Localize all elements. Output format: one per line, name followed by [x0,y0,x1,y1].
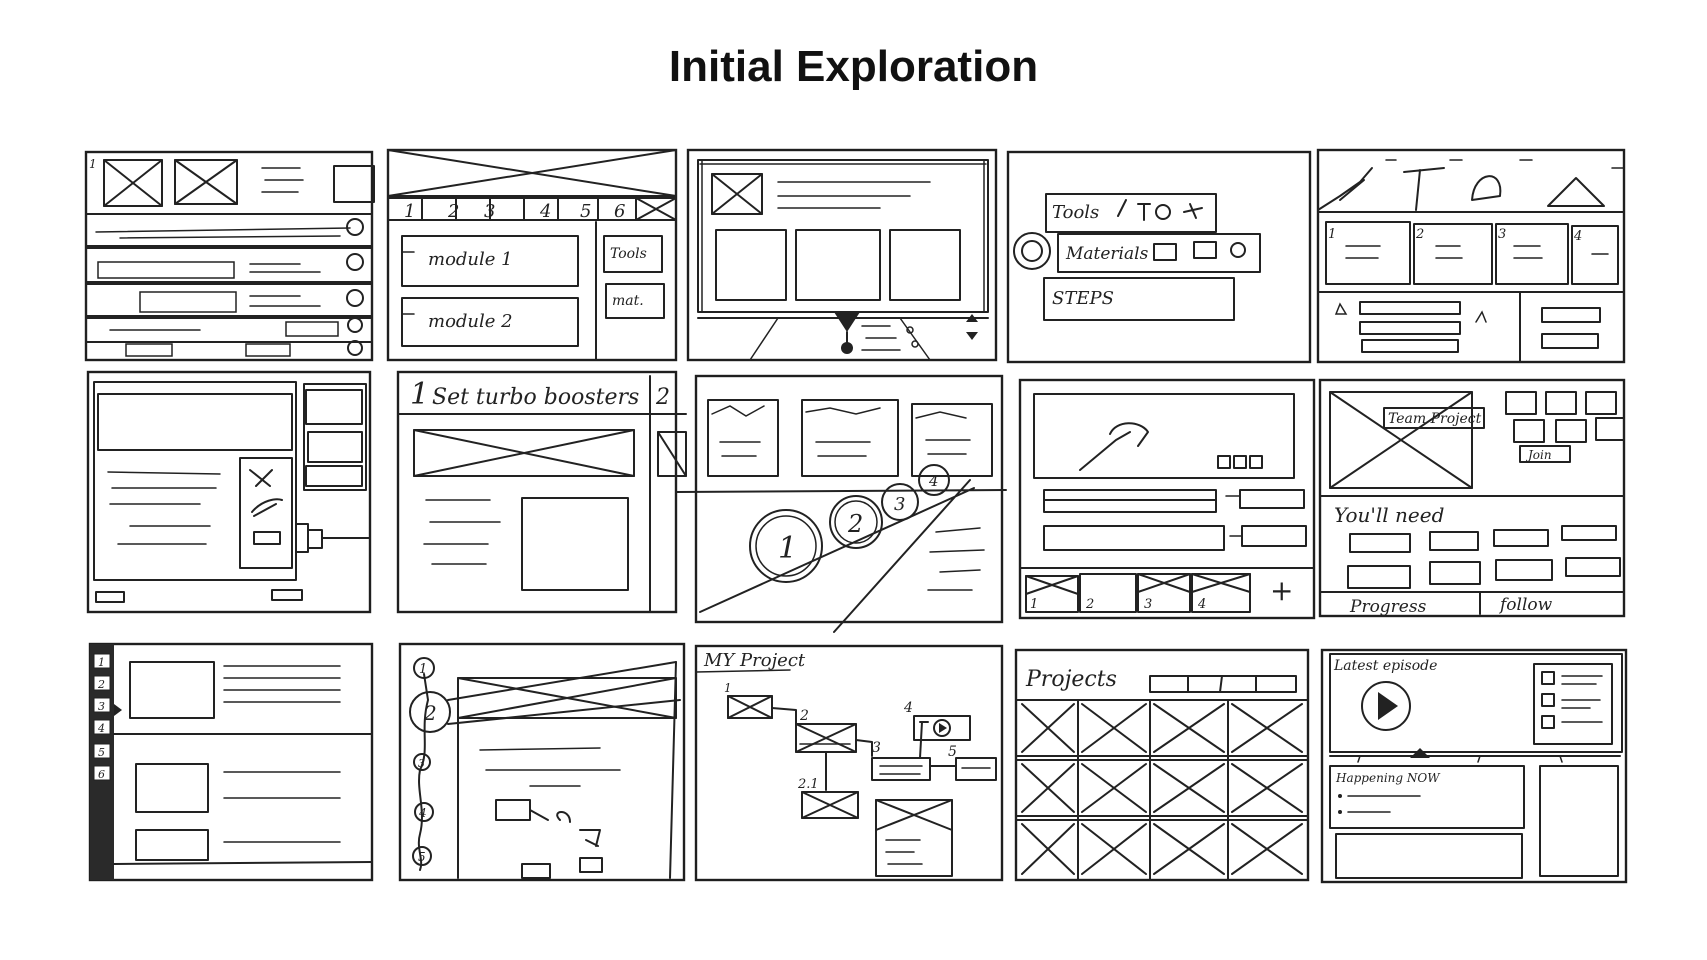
sketch-15-title: Latest episode [1333,658,1437,674]
sketch-9-footer-3: 3 [1144,597,1152,612]
sketch-2-module-1: module 1 [428,249,513,270]
sketch-13-title: MY Project [703,650,806,671]
sketch-13-node-4: 4 [903,700,913,716]
sketch-4-materials: Materials [1065,244,1149,264]
sketch-5-card-1: 1 [1328,227,1336,242]
sketch-10-follow: follow [1498,595,1553,615]
sketch-2-tools: Tools [610,246,647,262]
sketch-13-node-5: 5 [948,744,957,760]
sketch-2-module-tabs: 1 2 3 4 5 6 module 1 module 2 Tools mat. [386,148,678,362]
sketch-7-next-number: 2 [655,385,670,410]
sketch-9-add: + [1270,574,1293,607]
sketch-10-join: Join [1525,448,1552,462]
sketch-2-tab-3: 3 [484,201,495,222]
sketch-12-step-1: 1 [419,662,427,677]
sketch-11-nav-1: 1 [98,656,105,669]
sketch-5-card-3: 3 [1498,227,1506,242]
sketch-8-bubble-path: 1 2 3 4 [675,374,1007,633]
sketch-13-my-project: MY Project 1 2 2.1 3 4 5 [694,644,1004,882]
sketch-2-module-2: module 2 [428,311,513,332]
sketch-11-side-nav: 1 2 3 4 5 6 [88,642,374,882]
sketch-7-step-number: 1 [410,377,429,412]
sketch-15-latest-episode: Latest episode Happening NOW [1320,648,1628,884]
sketch-4-tools: Tools [1052,202,1099,223]
sketch-1-list-layout: 1 [84,150,375,362]
slide-title: Initial Exploration [668,42,1039,91]
sketch-2-mat: mat. [612,293,644,309]
sketch-9-footer-4: 4 [1197,597,1206,612]
sketch-13-node-3: 3 [872,740,881,756]
sketch-7-step-title: Set turbo boosters [432,385,639,410]
sketch-2-tab-1: 1 [404,201,415,222]
sketch-13-node-1: 1 [724,681,732,695]
sketch-10-team-project: Team Project Join You'll need Progress f… [1318,378,1626,618]
sketch-5-card-4: 4 [1573,229,1582,244]
sketch-9-footer-2: 2 [1085,597,1094,612]
sketch-12-step-4: 4 [418,806,427,820]
sketch-2-tab-2: 2 [447,201,459,222]
sketch-14-projects-grid: Projects [1014,648,1310,882]
sketch-12-path-steps: 1 2 3 4 5 [398,642,686,882]
sketch-12-step-2: 2 [423,701,437,725]
sketch-7-step-page: 1 Set turbo boosters 2 [396,370,687,614]
sketch-2-tab-5: 5 [580,201,591,222]
sketch-8-bubble-3: 3 [894,494,905,515]
sketch-11-nav-3: 3 [98,700,105,713]
sketch-12-step-3: 3 [418,757,425,770]
sketch-2-tab-6: 6 [614,201,625,222]
sketch-3-stage-view [686,148,998,362]
sketch-6-tool-panel [86,370,372,614]
sketch-10-need: You'll need [1334,503,1444,527]
sketch-11-nav-5: 5 [98,746,105,759]
sketch-10-team-project: Team Project [1388,411,1482,427]
sketch-11-nav-2: 2 [97,678,105,691]
sketch-14-title: Projects [1025,667,1117,692]
sketch-13-node-2: 2 [799,708,809,724]
sketch-8-bubble-4: 4 [928,472,939,490]
sketch-9-footer-1: 1 [1030,597,1038,612]
sketch-13-node-2-1: 2.1 [797,777,819,792]
sketch-11-nav-4: 4 [97,722,105,735]
sketch-4-tools-materials: Tools Materials STEPS [1006,150,1312,364]
sketch-9-tool-detail: 1 2 3 4 + [1018,378,1316,620]
sketch-8-bubble-1: 1 [778,531,797,566]
sketch-4-steps: STEPS [1052,288,1114,309]
sketch-12-step-5: 5 [418,850,426,864]
sketch-5-tool-cards: 1 2 3 4 [1316,148,1626,364]
sketch-10-progress: Progress [1349,597,1427,617]
sketch-2-tab-4: 4 [539,201,551,222]
sketch-8-bubble-2: 2 [847,510,863,538]
sketch-11-nav-6: 6 [98,768,105,781]
sketch-5-card-2: 2 [1415,227,1424,242]
sketch-1-number: 1 [89,157,97,171]
sketch-15-happening: Happening NOW [1335,771,1441,785]
